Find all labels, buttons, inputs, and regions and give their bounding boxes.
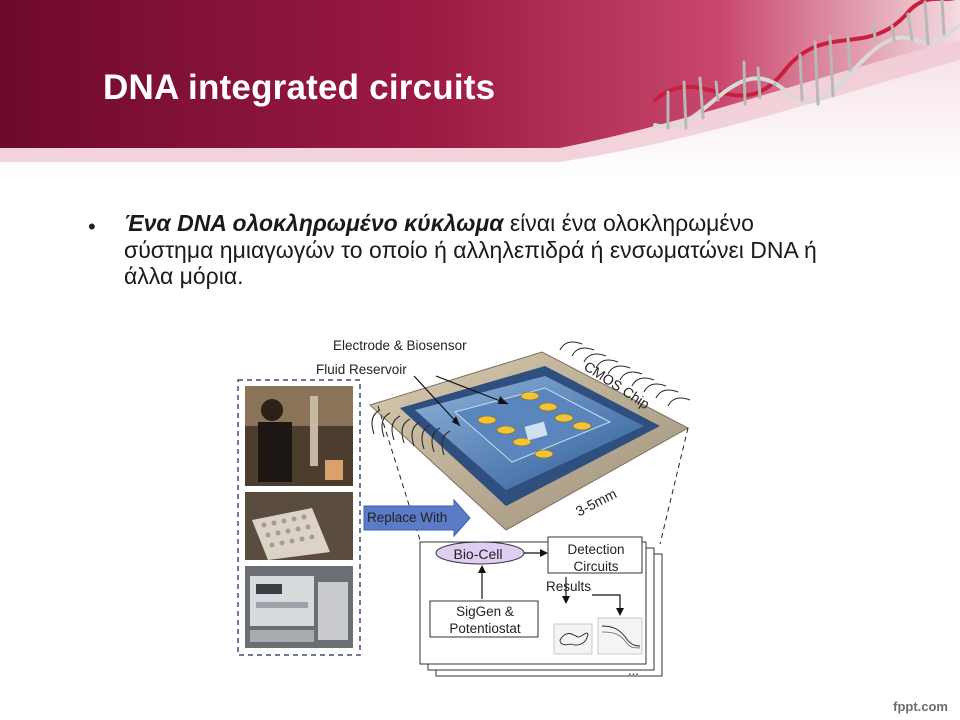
footer-logo: fppt.com bbox=[893, 699, 948, 714]
slide-title: DNA integrated circuits bbox=[103, 68, 496, 107]
figure-graphic bbox=[237, 341, 691, 677]
dna-chip-figure: Electrode & Biosensor Fluid Reservoir CM… bbox=[230, 330, 700, 700]
bullet-marker: • bbox=[88, 214, 96, 239]
title-banner bbox=[0, 0, 960, 175]
detection-box bbox=[547, 536, 643, 574]
replace-arrow bbox=[363, 498, 471, 538]
lab-photo-microplate bbox=[245, 492, 353, 560]
lab-photo-scientist bbox=[245, 386, 353, 486]
lab-photo-instrument bbox=[245, 566, 353, 648]
banner-graphic bbox=[0, 0, 960, 175]
bullet-item: Ένα DNA ολοκληρωμένο κύκλωμα είναι ένα ο… bbox=[124, 210, 844, 290]
label-ellipsis: ... bbox=[628, 663, 639, 678]
label-fluid-reservoir: Fluid Reservoir bbox=[316, 362, 407, 377]
label-electrode-biosensor: Electrode & Biosensor bbox=[333, 338, 467, 353]
bio-cell-stack bbox=[419, 536, 663, 677]
label-results: Results bbox=[546, 579, 592, 594]
label-replace-with: Replace With bbox=[367, 510, 448, 525]
cmos-chip bbox=[369, 341, 691, 545]
label-bio-cell: Bio-Cell bbox=[453, 546, 503, 562]
lab-photos bbox=[237, 379, 361, 656]
bullet-body-text: είναι ένα ολοκληρωμένο σύστημα ημιαγωγών… bbox=[124, 210, 817, 289]
label-detection-circuits: Detection Circuits bbox=[567, 542, 625, 574]
siggen-box bbox=[429, 600, 539, 638]
label-siggen-potentiostat: SigGen & Potentiostat bbox=[449, 604, 521, 636]
pointer-electrode bbox=[435, 375, 509, 405]
bond-wires bbox=[371, 341, 691, 456]
dna-helix-icon bbox=[653, 0, 960, 130]
bullet-bold-text: Ένα DNA ολοκληρωμένο κύκλωμα bbox=[124, 210, 504, 236]
pointer-fluid bbox=[413, 375, 461, 427]
